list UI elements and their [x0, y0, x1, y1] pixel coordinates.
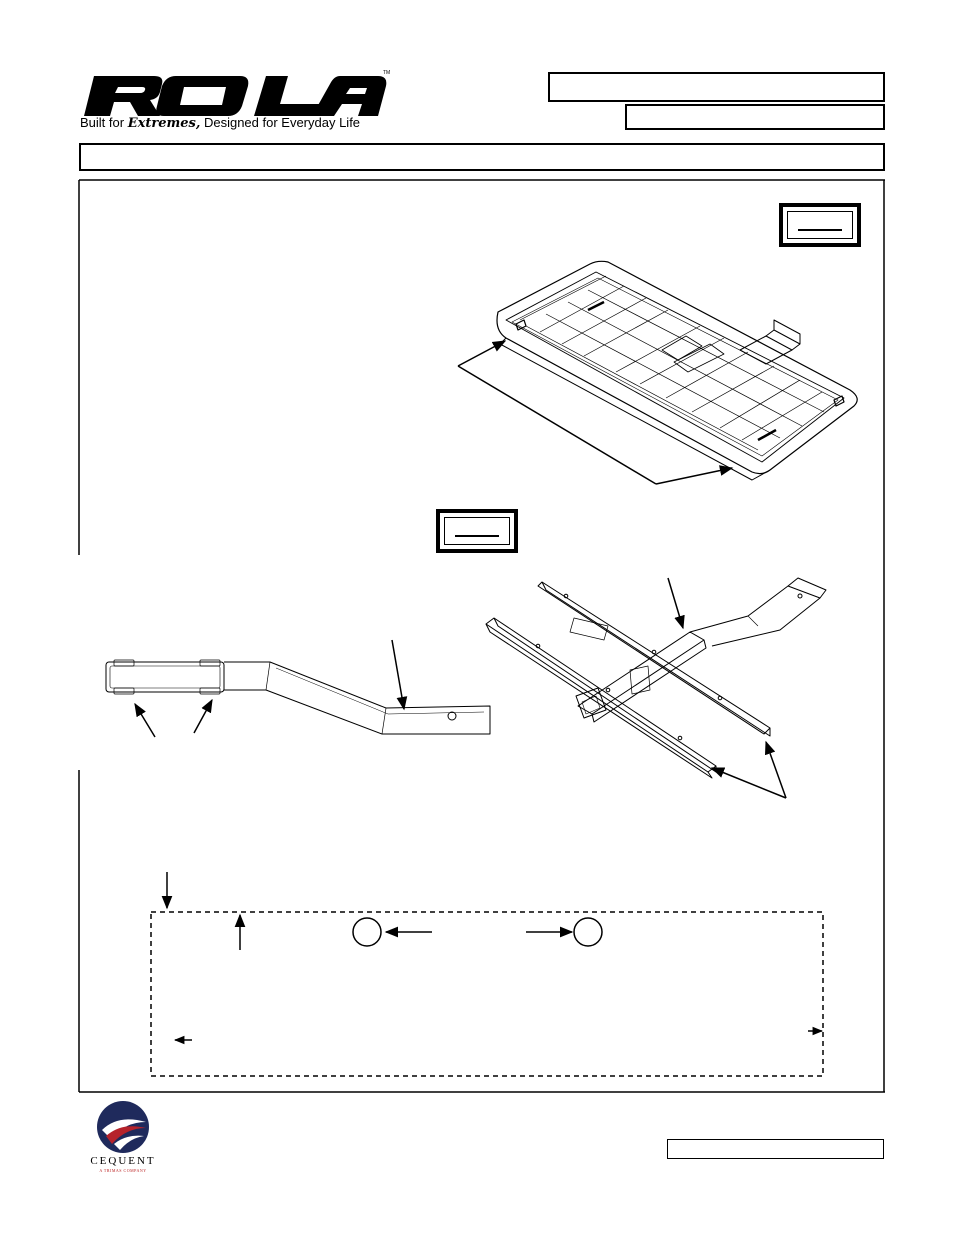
figure-2-label-underline [455, 535, 499, 537]
tagline-script: Extremes, [127, 116, 201, 131]
section-heading-bar [79, 143, 885, 171]
brand-tagline: Built for Extremes, Designed for Everyda… [80, 115, 400, 131]
trademark-mark: TM [383, 70, 391, 76]
figure-2-label-inner [444, 517, 510, 545]
title-box [548, 72, 885, 102]
figure-2-label [436, 509, 518, 553]
cequent-logo-mark [97, 1101, 149, 1153]
figure-1-label [779, 203, 861, 247]
cequent-company-sub: A TRIMAS COMPANY [99, 1168, 147, 1173]
figure-1-label-underline [798, 229, 842, 231]
part-number-box [625, 104, 885, 130]
tagline-prefix: Built for [80, 115, 128, 130]
footer-document-number-box [667, 1139, 884, 1159]
tagline-suffix: Designed for Everyday Life [200, 115, 361, 130]
rola-logo [84, 76, 387, 116]
figure-1-label-inner [787, 211, 853, 239]
cequent-company-name: CEQUENT [90, 1155, 156, 1167]
cargo-carrier-illustration [496, 260, 858, 481]
shank-illustration [105, 659, 491, 735]
